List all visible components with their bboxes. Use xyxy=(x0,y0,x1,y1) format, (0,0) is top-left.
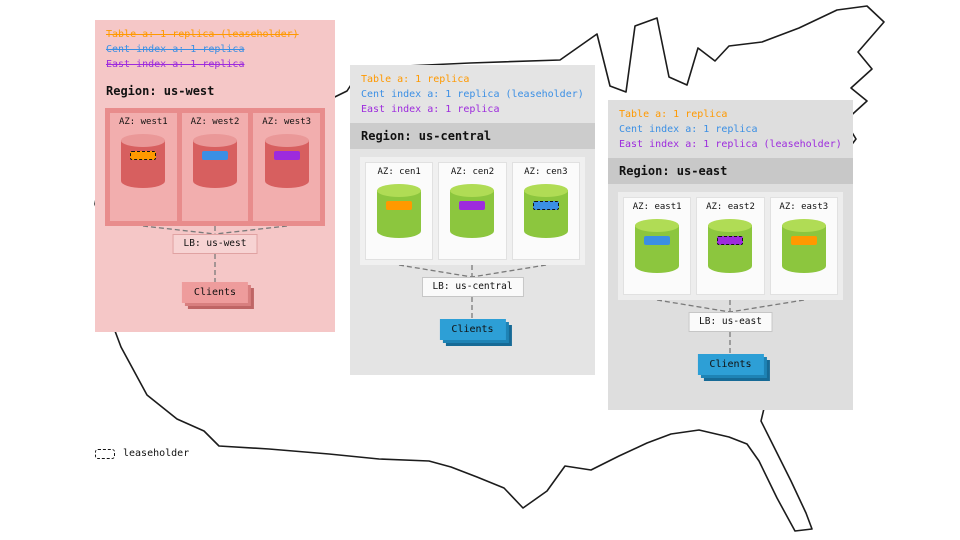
replica-chip xyxy=(130,151,157,160)
az-box: AZ: east1 xyxy=(623,197,692,295)
replica-annotations: Table a: 1 replica (leaseholder) Cent in… xyxy=(95,20,335,72)
cylinder-body xyxy=(377,190,422,238)
replica-chip xyxy=(717,236,744,245)
annotation-line: East index a: 1 replica xyxy=(106,59,245,70)
cylinder-body xyxy=(193,140,237,188)
cylinder-top xyxy=(708,219,753,232)
annotation-line: Cent index a: 1 replica xyxy=(619,124,758,135)
database-cylinder xyxy=(523,184,568,238)
az-label: AZ: east2 xyxy=(706,202,755,212)
region-panel-us-east: Table a: 1 replica Cent index a: 1 repli… xyxy=(608,100,853,410)
annotation-line: East index a: 1 replica (leaseholder) xyxy=(619,139,842,150)
database-cylinder xyxy=(781,219,826,273)
annotation-line: Cent index a: 1 replica xyxy=(106,44,245,55)
az-label: AZ: cen2 xyxy=(450,167,495,177)
annotation-line: Cent index a: 1 replica (leaseholder) xyxy=(361,89,584,100)
annotation-line: East index a: 1 replica xyxy=(361,104,500,115)
cylinder-top xyxy=(781,219,826,232)
az-container: AZ: cen1 AZ: cen2 AZ: cen3 xyxy=(360,157,585,265)
clients-box: Clients xyxy=(439,319,506,340)
cylinder-top xyxy=(377,184,422,197)
replica-chip xyxy=(532,201,559,210)
az-box: AZ: west1 xyxy=(110,113,177,221)
region-title: Region: us-east xyxy=(608,158,853,184)
az-label: AZ: west2 xyxy=(190,117,240,127)
cylinder-body xyxy=(635,225,680,273)
region-title: Region: us-central xyxy=(350,123,595,149)
replica-chip xyxy=(790,236,817,245)
database-cylinder xyxy=(264,134,309,188)
annotation-line: Table a: 1 replica xyxy=(361,74,470,85)
cylinder-body xyxy=(781,225,826,273)
az-label: AZ: east3 xyxy=(779,202,829,212)
az-box: AZ: cen1 xyxy=(365,162,434,260)
clients-box: Clients xyxy=(697,354,764,375)
cylinder-body xyxy=(708,225,753,273)
load-balancer-box: LB: us-east xyxy=(688,312,773,332)
cylinder-top xyxy=(523,184,568,197)
region-panel-us-central: Table a: 1 replica Cent index a: 1 repli… xyxy=(350,65,595,375)
replica-chip xyxy=(459,201,486,210)
database-cylinder xyxy=(121,134,166,188)
cylinder-body xyxy=(523,190,568,238)
az-box: AZ: west3 xyxy=(253,113,321,221)
cylinder-body xyxy=(264,140,309,188)
legend: leaseholder xyxy=(95,448,189,459)
az-label: AZ: west1 xyxy=(118,117,168,127)
replica-annotations: Table a: 1 replica Cent index a: 1 repli… xyxy=(350,65,595,117)
legend-label: leaseholder xyxy=(123,448,190,459)
az-box: AZ: cen3 xyxy=(511,162,580,260)
database-cylinder xyxy=(377,184,422,238)
az-box: AZ: east3 xyxy=(769,197,838,295)
az-label: AZ: east1 xyxy=(632,202,682,212)
az-box: AZ: cen2 xyxy=(438,162,507,260)
az-label: AZ: cen1 xyxy=(377,167,421,177)
database-cylinder xyxy=(450,184,495,238)
cylinder-top xyxy=(121,134,166,147)
az-label: AZ: west3 xyxy=(262,117,312,127)
database-cylinder xyxy=(708,219,753,273)
az-box: AZ: west2 xyxy=(181,113,249,221)
region-panel-us-west: Table a: 1 replica (leaseholder) Cent in… xyxy=(95,20,335,332)
az-container: AZ: east1 AZ: east2 AZ: east3 xyxy=(618,192,843,300)
leaseholder-swatch-icon xyxy=(95,448,115,459)
cylinder-top xyxy=(193,134,237,147)
az-label: AZ: cen3 xyxy=(524,167,568,177)
clients-box: Clients xyxy=(181,282,249,303)
region-title: Region: us-west xyxy=(106,84,215,98)
az-container: AZ: west1 AZ: west2 AZ: west3 xyxy=(105,108,325,226)
replica-annotations: Table a: 1 replica Cent index a: 1 repli… xyxy=(608,100,853,152)
load-balancer-box: LB: us-central xyxy=(421,277,524,297)
az-box: AZ: east2 xyxy=(696,197,765,295)
cylinder-body xyxy=(121,140,166,188)
replica-chip xyxy=(202,151,228,160)
database-cylinder xyxy=(635,219,680,273)
replica-chip xyxy=(386,201,413,210)
replica-chip xyxy=(273,151,300,160)
cylinder-top xyxy=(450,184,495,197)
annotation-line: Table a: 1 replica xyxy=(619,109,728,120)
cylinder-top xyxy=(264,134,309,147)
load-balancer-box: LB: us-west xyxy=(172,234,258,254)
database-cylinder xyxy=(193,134,237,188)
replica-chip xyxy=(644,236,671,245)
cylinder-body xyxy=(450,190,495,238)
cylinder-top xyxy=(635,219,680,232)
annotation-line: Table a: 1 replica (leaseholder) xyxy=(106,29,299,40)
